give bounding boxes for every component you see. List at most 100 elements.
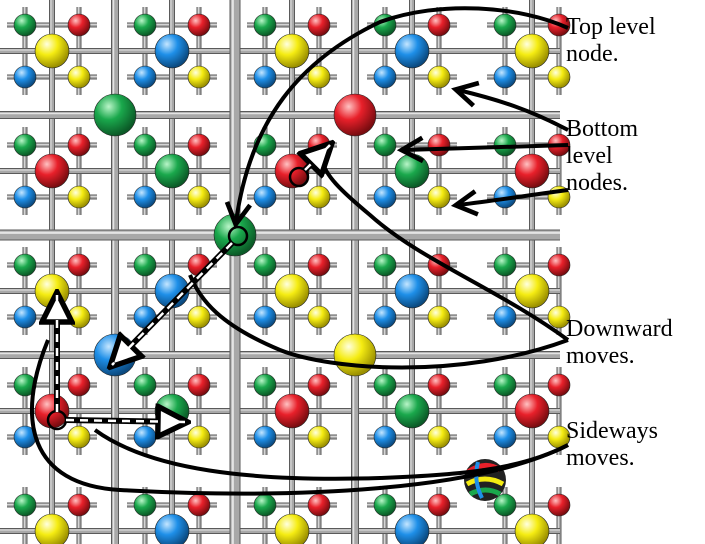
node-green (493, 253, 517, 277)
node-blue (133, 65, 157, 89)
node-yellow (274, 33, 310, 69)
node-yellow (307, 65, 331, 89)
node-blue (253, 305, 277, 329)
node-yellow (427, 185, 451, 209)
node-yellow (34, 273, 70, 309)
node-blue (133, 425, 157, 449)
node-green (373, 253, 397, 277)
node-red (307, 253, 331, 277)
top-level-pointer (236, 6, 569, 222)
node-yellow (67, 65, 91, 89)
node-blue (373, 65, 397, 89)
node-green (253, 373, 277, 397)
node-red (547, 373, 571, 397)
node-red (67, 493, 91, 517)
node-green (253, 13, 277, 37)
node-blue (13, 65, 37, 89)
node-green (394, 393, 430, 429)
node-red (274, 393, 310, 429)
node-green (493, 13, 517, 37)
bottom-node-pointer (458, 188, 569, 205)
node-green (253, 493, 277, 517)
bottom-node-pointer (458, 90, 569, 132)
top-level-node-label: Top level node. (566, 14, 656, 67)
node-yellow (187, 305, 211, 329)
node-red (547, 493, 571, 517)
node-blue (133, 185, 157, 209)
node-blue (493, 305, 517, 329)
node-yellow (307, 305, 331, 329)
node-red (34, 393, 70, 429)
node-blue (154, 513, 190, 544)
node-green (13, 253, 37, 277)
node-red (187, 373, 211, 397)
node-yellow (547, 65, 571, 89)
node-red (307, 493, 331, 517)
node-red (427, 493, 451, 517)
downward-moves-label: Downward moves. (566, 316, 673, 369)
node-red (427, 13, 451, 37)
node-yellow (34, 513, 70, 544)
node-blue (13, 185, 37, 209)
node-blue (493, 65, 517, 89)
node-blue (373, 425, 397, 449)
node-blue (373, 185, 397, 209)
node-green (13, 13, 37, 37)
node-red (67, 13, 91, 37)
node-green (373, 493, 397, 517)
node-red (307, 373, 331, 397)
sideways-curve (29, 339, 569, 496)
node-yellow (427, 425, 451, 449)
node-yellow (187, 425, 211, 449)
node-yellow (333, 333, 377, 377)
node-yellow (514, 273, 550, 309)
node-blue (253, 185, 277, 209)
node-red (34, 153, 70, 189)
node-yellow (67, 305, 91, 329)
node-green (13, 493, 37, 517)
node-blue (373, 305, 397, 329)
node-green (154, 153, 190, 189)
node-green (133, 493, 157, 517)
node-red (333, 93, 377, 137)
node-red (67, 133, 91, 157)
node-green (133, 253, 157, 277)
node-yellow (187, 185, 211, 209)
node-yellow (274, 513, 310, 544)
node-red (547, 253, 571, 277)
node-green (93, 93, 137, 137)
node-red (427, 133, 451, 157)
node-blue (394, 33, 430, 69)
node-yellow (67, 425, 91, 449)
node-green (253, 253, 277, 277)
node-yellow (187, 65, 211, 89)
node-green (373, 133, 397, 157)
node-yellow (427, 65, 451, 89)
node-red (307, 13, 331, 37)
multicolour-node (464, 459, 506, 501)
move-annotations (29, 6, 570, 496)
node-green (133, 373, 157, 397)
sideways-moves-label: Sideways moves. (566, 418, 658, 471)
node-blue (394, 273, 430, 309)
node-yellow (67, 185, 91, 209)
node-green (493, 493, 517, 517)
node-green (13, 133, 37, 157)
node-blue (253, 425, 277, 449)
node-red (67, 253, 91, 277)
node-yellow (307, 185, 331, 209)
node-red (514, 153, 550, 189)
node-red (427, 373, 451, 397)
node-yellow (307, 425, 331, 449)
node-red (187, 133, 211, 157)
bottom-level-nodes-label: Bottom level nodes. (566, 116, 639, 196)
sideways-move-arrow (65, 418, 186, 424)
node-red (187, 493, 211, 517)
node-green (493, 373, 517, 397)
node-blue (394, 513, 430, 544)
node-green (133, 133, 157, 157)
node-yellow (427, 305, 451, 329)
node-red (67, 373, 91, 397)
